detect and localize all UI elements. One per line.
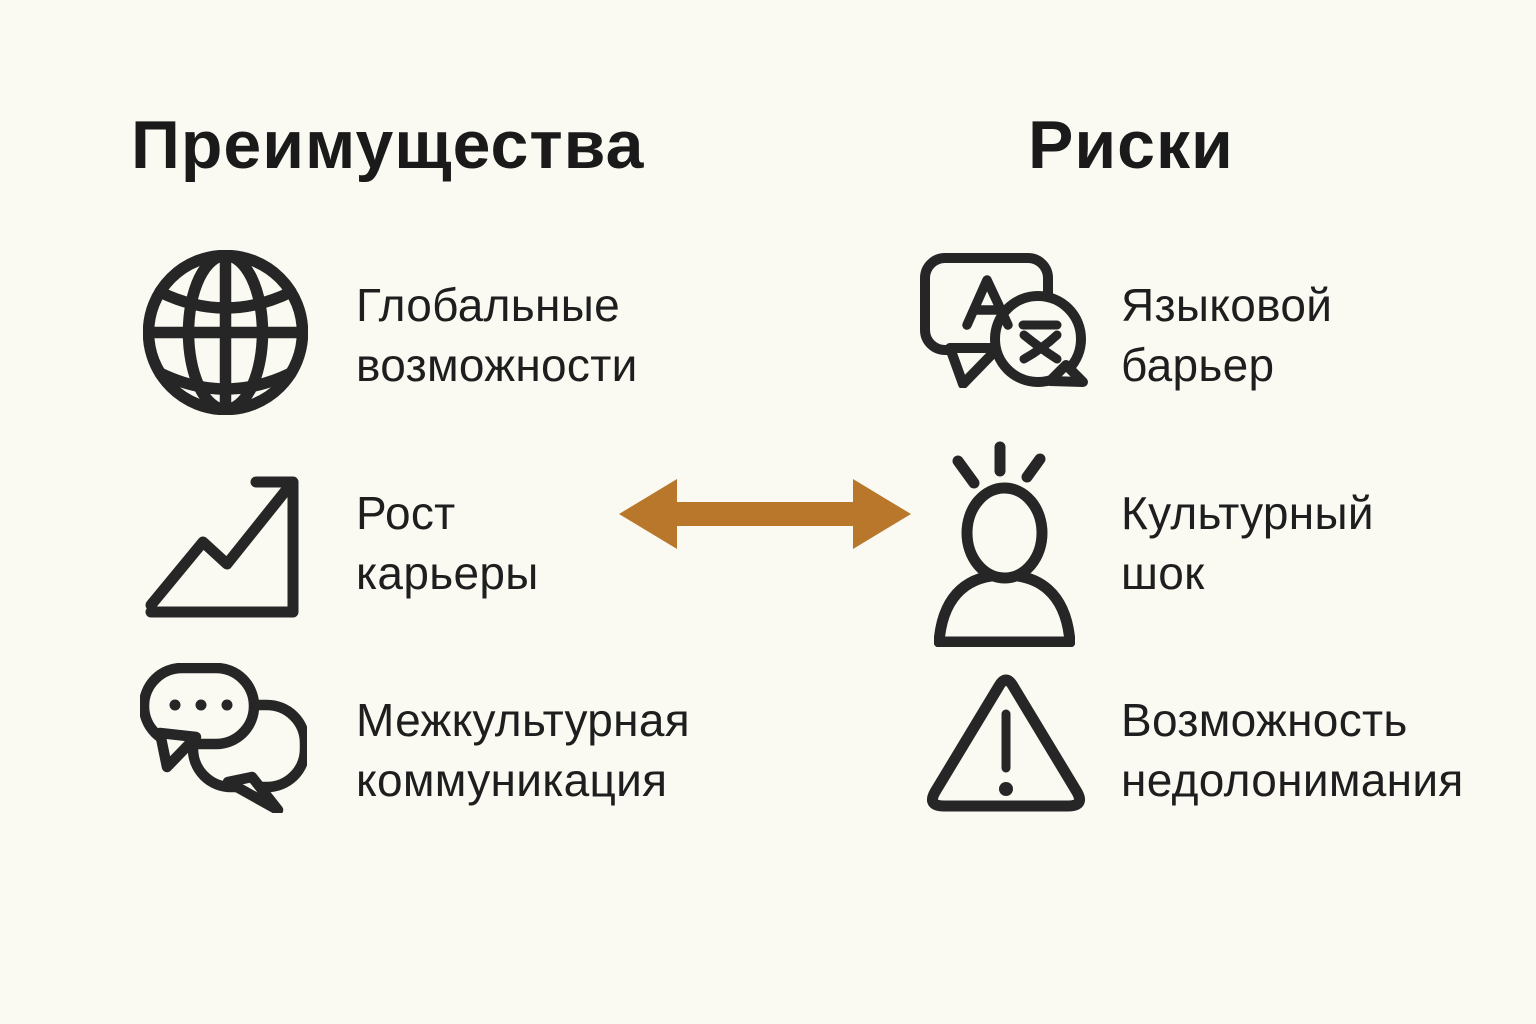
risk-label-language-barrier: Языковой барьер: [1121, 279, 1333, 391]
chat-bubbles-icon: [140, 663, 307, 813]
warning-triangle-icon: [925, 670, 1087, 820]
language-translation-icon: [920, 253, 1090, 388]
risk-label-culture-shock: Культурный шок: [1121, 487, 1374, 599]
risk-label-misunderstanding: Возможность недолонимания: [1121, 694, 1464, 806]
risks-column-title: Риски: [1028, 107, 1234, 183]
career-growth-chart-icon: [143, 460, 301, 618]
culture-shock-person-icon: [934, 441, 1075, 647]
globe-icon: [143, 250, 308, 415]
advantage-label-global-opportunities: Глобальные возможности: [356, 279, 638, 391]
advantage-label-career-growth: Рост карьеры: [356, 487, 539, 599]
advantages-column-title: Преимущества: [131, 107, 645, 183]
advantage-label-intercultural-communication: Межкультурная коммуникация: [356, 694, 690, 806]
double-arrow-icon: [619, 479, 911, 549]
